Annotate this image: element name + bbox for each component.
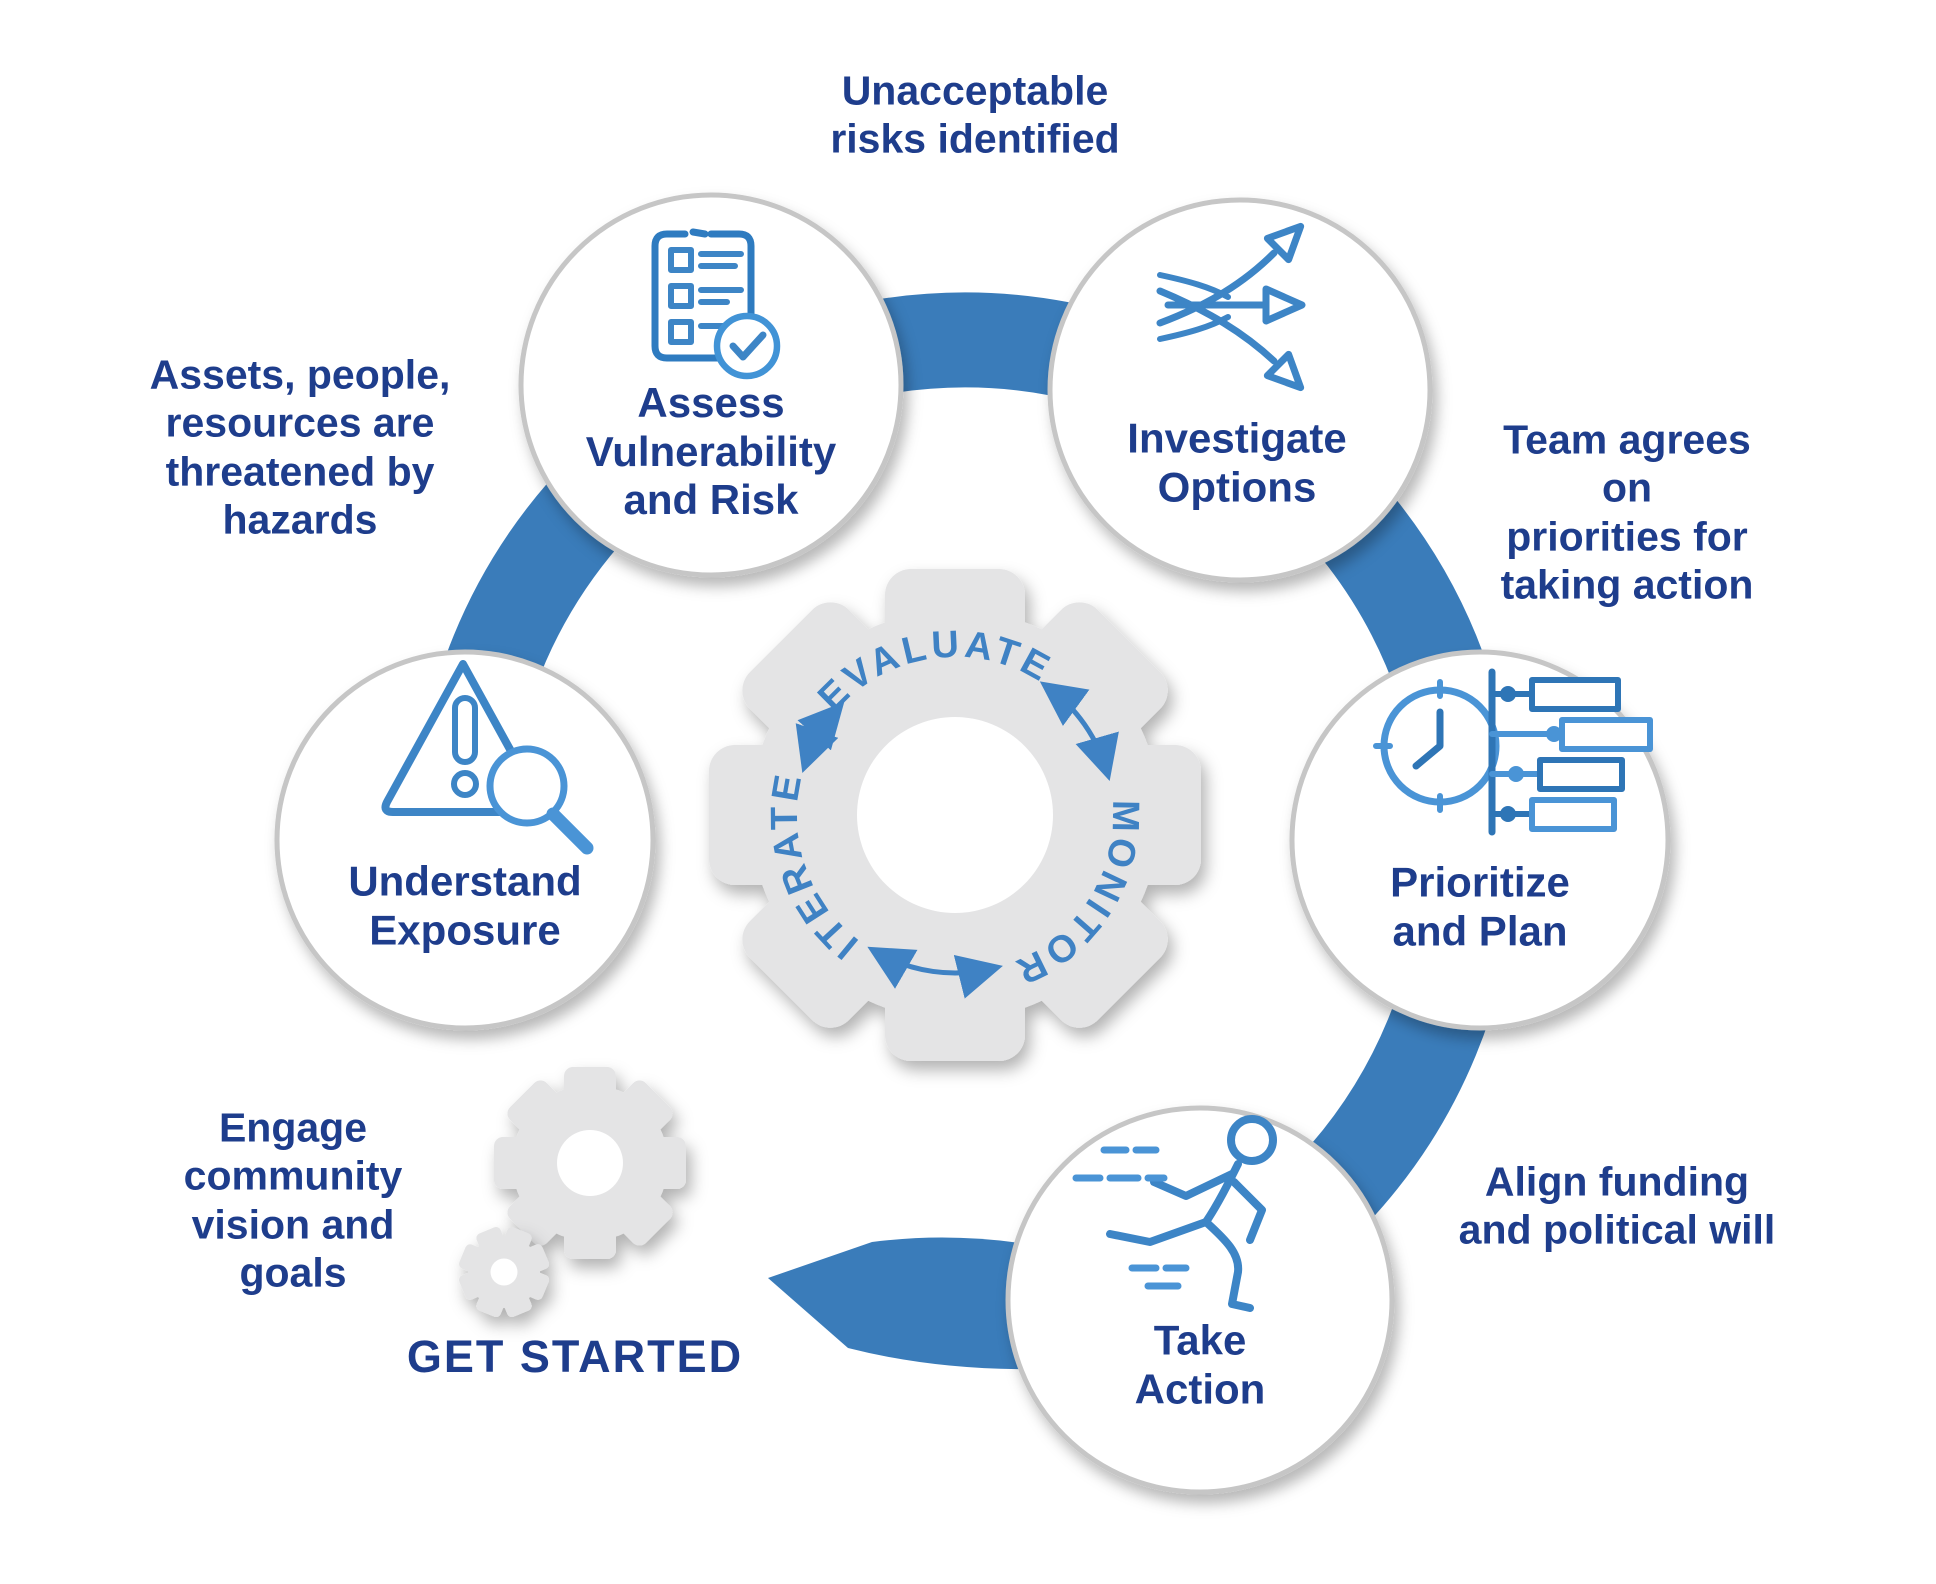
step-circle-investigate-options — [1047, 197, 1433, 583]
main-gear — [709, 569, 1201, 1061]
small-gear — [494, 1067, 686, 1259]
step-circle-take-action — [1005, 1105, 1395, 1495]
annotation-team-agrees: Team agrees on priorities for taking act… — [1500, 416, 1754, 608]
annotation-assets-threatened: Assets, people, resources are threatened… — [149, 351, 451, 543]
checklist-icon — [651, 228, 781, 380]
gear-arrow-monitor-iterate — [867, 946, 1003, 999]
annotation-unacceptable-risks: Unacceptable risks identified — [830, 67, 1120, 162]
warning-magnifier-icon — [381, 660, 594, 855]
step-circles — [274, 192, 1671, 1495]
step-circle-understand-exposure — [274, 649, 656, 1031]
cycle-restart-arrow — [768, 1237, 1068, 1370]
runner-icon — [1072, 1115, 1277, 1312]
step-label-prioritize-and-plan: Prioritize and Plan — [1390, 858, 1570, 954]
gear-arrow-iterate-evaluate — [795, 701, 845, 774]
branching-arrows-icon — [1156, 222, 1306, 392]
step-label-take-action: Take Action — [1134, 1316, 1266, 1412]
step-label-assess-vulnerability-risk: Assess Vulnerability and Risk — [585, 378, 837, 524]
step-label-understand-exposure: Understand Exposure — [348, 857, 582, 953]
tiny-gear — [458, 1226, 550, 1318]
clock-schedule-icon — [1373, 668, 1653, 836]
annotation-engage-community: Engage community vision and goals — [183, 1104, 403, 1296]
gear-arrow-evaluate-monitor — [1039, 681, 1119, 782]
step-circle-assess-vulnerability-risk — [518, 192, 904, 578]
get-started-label: GET STARTED — [406, 1331, 744, 1382]
gear-hole — [857, 717, 1053, 913]
annotation-align-funding: Align funding and political will — [1458, 1158, 1776, 1253]
step-label-investigate-options: Investigate Options — [1127, 414, 1347, 510]
gear-cycle-arrows — [795, 681, 1119, 999]
